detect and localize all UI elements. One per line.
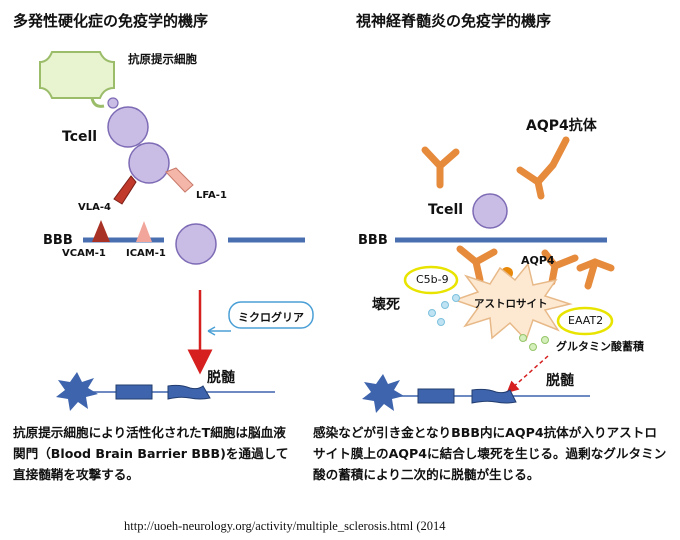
- aqp4-antibody-1: [421, 146, 460, 189]
- glutamate-arrow: [506, 355, 549, 393]
- aqp4-antibody-label: AQP4抗体: [526, 118, 597, 134]
- myelin-left-damaged: [167, 384, 211, 400]
- debris-dot: [428, 309, 436, 317]
- c5b9-label: C5b-9: [416, 273, 449, 286]
- debris-dot: [437, 318, 445, 326]
- eaat2-oval: [556, 306, 614, 336]
- neuron-body-right: [362, 374, 404, 413]
- vla4-molecule: [113, 175, 137, 205]
- apc-label: 抗原提示細胞: [128, 52, 197, 66]
- right-panel-title: 視神経脊髄炎の免疫学的機序: [356, 12, 552, 30]
- tcell-label-left: Tcell: [62, 129, 98, 145]
- glutamate-dot: [541, 336, 549, 344]
- antigen-presenting-cell: [39, 51, 115, 99]
- astrocyte-label: アストロサイト: [474, 298, 548, 310]
- source-url: http://uoeh-neurology.org/activity/multi…: [124, 519, 446, 533]
- aqp4-label: AQP4: [521, 254, 555, 267]
- aqp4-antibody-3: [456, 245, 498, 284]
- neuron-body-left: [56, 372, 98, 411]
- lfa1-label: LFA-1: [196, 190, 227, 201]
- vcam1-molecule: [92, 220, 110, 242]
- vla4-label: VLA-4: [78, 202, 111, 213]
- tcell-label-right: Tcell: [428, 202, 464, 218]
- apc-receptor: [90, 97, 105, 108]
- aqp4-antibody-5: [576, 258, 615, 290]
- demyelination-label-right: 脱髄: [546, 373, 574, 389]
- microglia-label: ミクログリア: [238, 311, 304, 324]
- antigen: [107, 97, 119, 109]
- vcam1-label: VCAM-1: [62, 248, 106, 259]
- tcell-left-2: [128, 142, 170, 184]
- tcell-left-1: [107, 106, 149, 148]
- bbb-label-right: BBB: [358, 233, 388, 248]
- glutamate-accumulation-label: グルタミン酸蓄積: [556, 340, 644, 353]
- myelin-left-1: [115, 384, 153, 400]
- icam1-molecule: [136, 221, 152, 242]
- bbb-label-left: BBB: [43, 233, 73, 248]
- aqp4-antibody-4: [541, 249, 579, 286]
- left-panel-title: 多発性硬化症の免疫学的機序: [13, 12, 209, 30]
- debris-dot: [441, 301, 449, 309]
- glutamate-dot: [529, 343, 537, 351]
- tcell-left-3: [175, 223, 217, 265]
- lfa1-molecule: [165, 167, 194, 193]
- glutamate-dot: [519, 334, 527, 342]
- icam1-label: ICAM-1: [126, 248, 166, 259]
- myelin-right-damaged: [471, 388, 517, 404]
- debris-dot: [452, 294, 460, 302]
- demyelination-label-left: 脱髄: [207, 370, 235, 386]
- eaat2-label: EAAT2: [568, 314, 604, 327]
- microglia-callout-box: [228, 301, 314, 329]
- c5b9-oval: [403, 265, 459, 295]
- aqp4-antibody-2: [516, 136, 570, 200]
- necrosis-label: 壊死: [372, 297, 400, 313]
- right-caption: 感染などが引き金となりBBB内にAQP4抗体が入りアストロサイト膜上のAQP4に…: [313, 425, 667, 482]
- myelin-right-1: [417, 388, 455, 404]
- tcell-right: [472, 193, 508, 229]
- left-caption: 抗原提示細胞により活性化されたT細胞は脳血液関門（Blood Brain Bar…: [13, 425, 289, 482]
